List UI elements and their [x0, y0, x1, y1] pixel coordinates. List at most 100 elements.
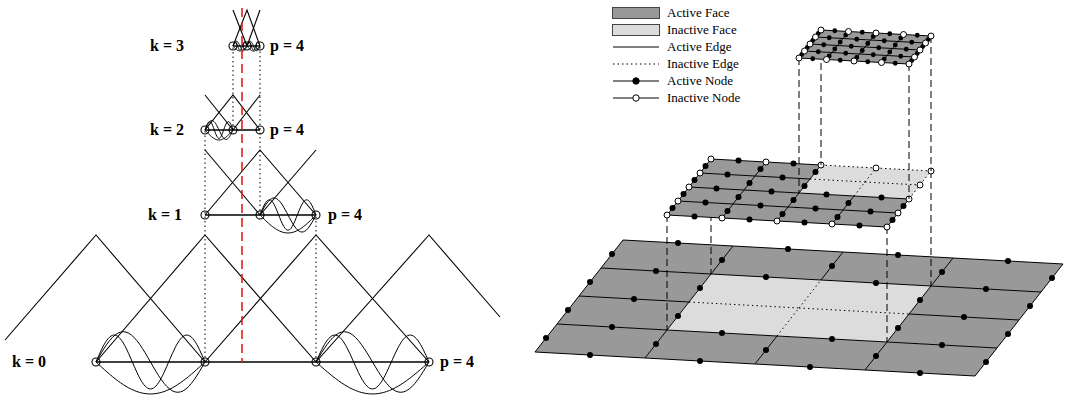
active-node [893, 61, 898, 66]
inactive-node [851, 58, 857, 64]
refinement-target-line [241, 8, 243, 362]
legend-item: Inactive Node [612, 89, 740, 106]
active-node [780, 211, 786, 217]
mesh-edge [865, 370, 975, 376]
active-node [653, 268, 659, 274]
inactive-node [923, 40, 929, 46]
mesh-edge [755, 336, 777, 364]
mesh-edge [601, 268, 711, 274]
active-node [887, 50, 892, 55]
active-node [769, 189, 775, 195]
legend-item: Active Node [612, 72, 740, 89]
layer-links [799, 30, 931, 199]
inactive-node [846, 29, 852, 35]
mesh-edge [579, 296, 689, 302]
mesh-face [931, 258, 1063, 292]
layer-links [667, 159, 931, 342]
active-node [565, 307, 571, 313]
inactive-node [813, 34, 819, 40]
active-node [895, 325, 901, 331]
active-node [939, 342, 945, 348]
inactive-node [912, 54, 918, 60]
mesh-edge [865, 342, 887, 370]
mesh-face [689, 274, 821, 308]
active-node [915, 33, 920, 38]
active-node [983, 286, 989, 292]
inactive-node [774, 218, 780, 224]
active-node [813, 206, 819, 212]
inactive-node [686, 184, 692, 190]
active-node [961, 314, 967, 320]
hat-function [233, 10, 260, 46]
active-node [719, 330, 725, 336]
inactive-node [719, 215, 725, 221]
hat-function [205, 150, 316, 215]
hat-function [205, 95, 260, 130]
active-node [868, 209, 874, 215]
legend-line [613, 46, 659, 47]
mesh-edge [887, 342, 997, 348]
active-node [890, 217, 896, 223]
mesh-edge [645, 330, 667, 358]
mesh-edge [777, 308, 799, 336]
legend-text: Active Node [667, 73, 733, 88]
layer-link-dashed [931, 36, 932, 171]
mesh-edge [931, 286, 1041, 292]
mesh-edge [744, 176, 755, 190]
legend-item: Inactive Edge [612, 55, 740, 72]
active-node [821, 42, 826, 47]
active-node [675, 313, 681, 319]
level-link-dotted [316, 215, 317, 362]
mesh-face [821, 252, 953, 286]
mesh-layer [796, 27, 934, 67]
active-node [697, 285, 703, 291]
active-node [832, 28, 837, 33]
active-node [810, 56, 815, 61]
mesh-face [887, 314, 1019, 348]
active-node [849, 44, 854, 49]
active-node [873, 353, 879, 359]
active-node [879, 195, 885, 201]
active-node [653, 341, 659, 347]
active-node [860, 30, 865, 35]
mesh-node [201, 211, 209, 219]
active-node [843, 51, 848, 56]
inactive-node [895, 210, 901, 216]
active-node [747, 180, 753, 186]
mesh-edge [667, 302, 689, 330]
active-node [719, 257, 725, 263]
mesh-face [601, 240, 733, 274]
active-node [725, 172, 731, 178]
mesh-node [256, 126, 264, 134]
active-node [543, 335, 549, 341]
mesh-face [645, 330, 777, 364]
mesh-face [557, 296, 689, 330]
element-baseline [205, 214, 316, 215]
active-node [887, 31, 892, 36]
mesh-node [312, 211, 320, 219]
active-node [758, 203, 764, 209]
mesh-edge [579, 268, 601, 296]
mesh-face [733, 190, 799, 207]
hat-function [316, 235, 500, 362]
mesh-node [201, 358, 209, 366]
mesh-face [909, 286, 1041, 320]
inactive-node [675, 198, 681, 204]
active-node [763, 347, 769, 353]
legend-text: Inactive Edge [667, 56, 739, 71]
active-node [725, 208, 731, 214]
inactive-node [818, 27, 824, 33]
mesh-edge [689, 302, 799, 308]
layer-link-dashed [909, 64, 910, 199]
active-node [692, 177, 698, 183]
element-baseline [205, 129, 260, 130]
active-node [587, 352, 593, 358]
legend-sample [612, 41, 660, 53]
mesh-edge [832, 46, 838, 53]
hat-function [205, 235, 429, 362]
layer-link-dashed [667, 215, 668, 330]
basis-functions [5, 8, 500, 394]
mesh-edge [645, 358, 755, 364]
active-node [736, 194, 742, 200]
active-node [1005, 258, 1011, 264]
